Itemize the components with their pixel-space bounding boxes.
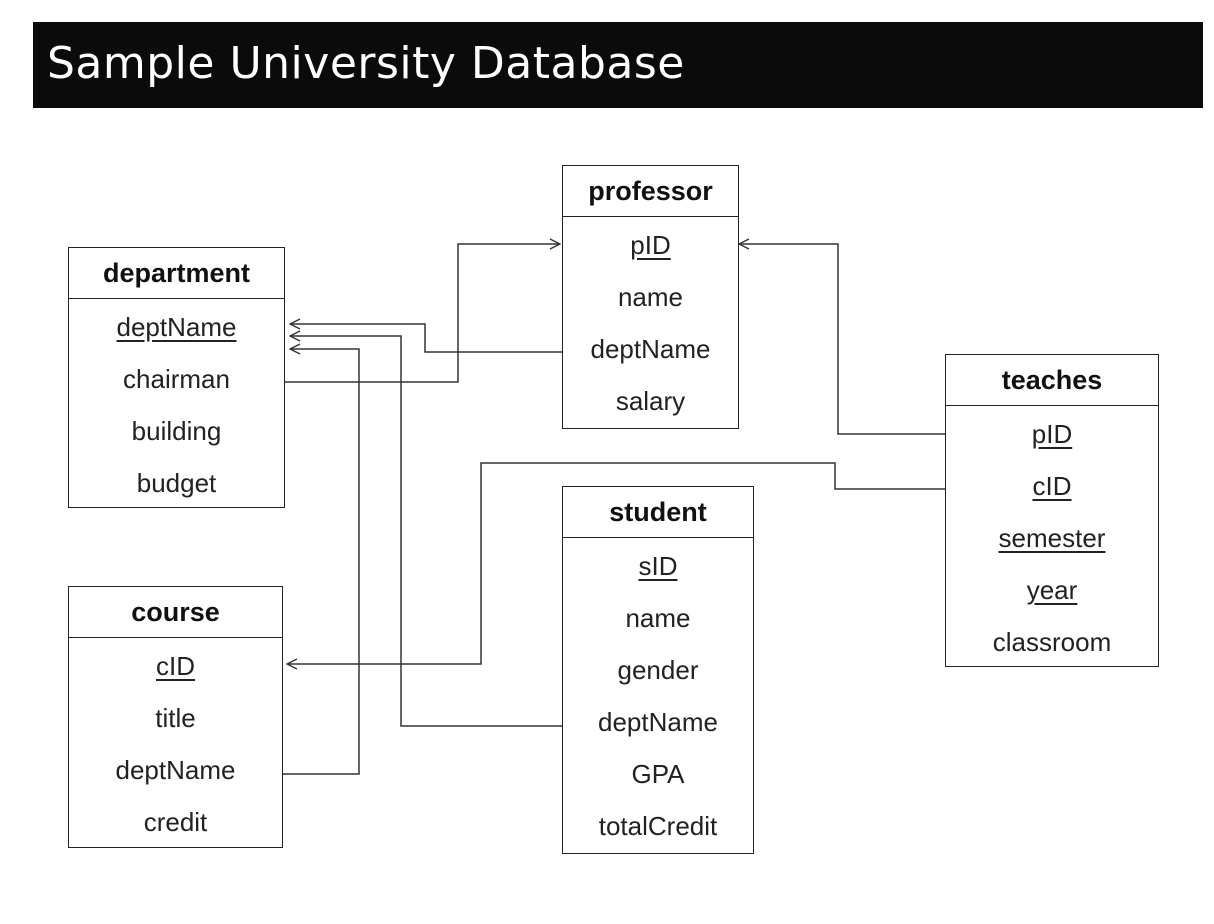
attribute: gender	[617, 655, 699, 685]
link-student-deptname-to-department	[290, 336, 562, 727]
attribute-primary-key: pID	[1031, 419, 1073, 449]
attribute: name	[617, 282, 684, 312]
title-bar: Sample University Database	[33, 22, 1203, 108]
attribute-primary-key: cID	[1032, 471, 1072, 501]
attribute: deptName	[590, 334, 711, 364]
attribute-primary-key: semester	[998, 523, 1106, 553]
attribute-primary-key: sID	[638, 551, 678, 581]
attribute: chairman	[123, 364, 230, 394]
attribute-primary-key: year	[1026, 575, 1078, 605]
attribute-primary-key: pID	[630, 230, 671, 260]
table-department: department deptName chairman building bu…	[68, 247, 285, 508]
link-department-chairman-to-professor	[285, 244, 560, 383]
attribute-primary-key: cID	[156, 651, 195, 681]
attribute: deptName	[598, 707, 718, 737]
link-teaches-cid-to-course	[287, 462, 945, 664]
link-professor-deptname-to-department	[290, 324, 562, 353]
attribute: deptName	[115, 755, 236, 785]
attribute: budget	[136, 468, 217, 498]
table-professor: professor pID name deptName salary	[562, 165, 739, 429]
table-teaches: teaches pID cID semester year classroom	[945, 354, 1159, 667]
table-student: student sID name gender deptName GPA tot…	[562, 486, 754, 854]
link-course-deptname-to-department	[283, 349, 360, 775]
table-header: course	[69, 587, 282, 638]
table-course: course cID title deptName credit	[68, 586, 283, 848]
table-header: student	[563, 487, 753, 538]
table-header: teaches	[946, 355, 1158, 406]
attribute: classroom	[992, 627, 1112, 657]
attribute: building	[131, 416, 222, 446]
attribute: title	[155, 703, 196, 733]
link-teaches-pid-to-professor	[739, 244, 945, 435]
table-header: department	[69, 248, 284, 299]
attribute: credit	[143, 807, 208, 837]
attribute-primary-key: deptName	[116, 312, 237, 342]
attribute: salary	[615, 386, 686, 416]
attribute: GPA	[631, 759, 685, 789]
page-title: Sample University Database	[47, 38, 685, 89]
attribute: name	[625, 603, 691, 633]
table-header: professor	[563, 166, 738, 217]
attribute: totalCredit	[598, 811, 718, 841]
